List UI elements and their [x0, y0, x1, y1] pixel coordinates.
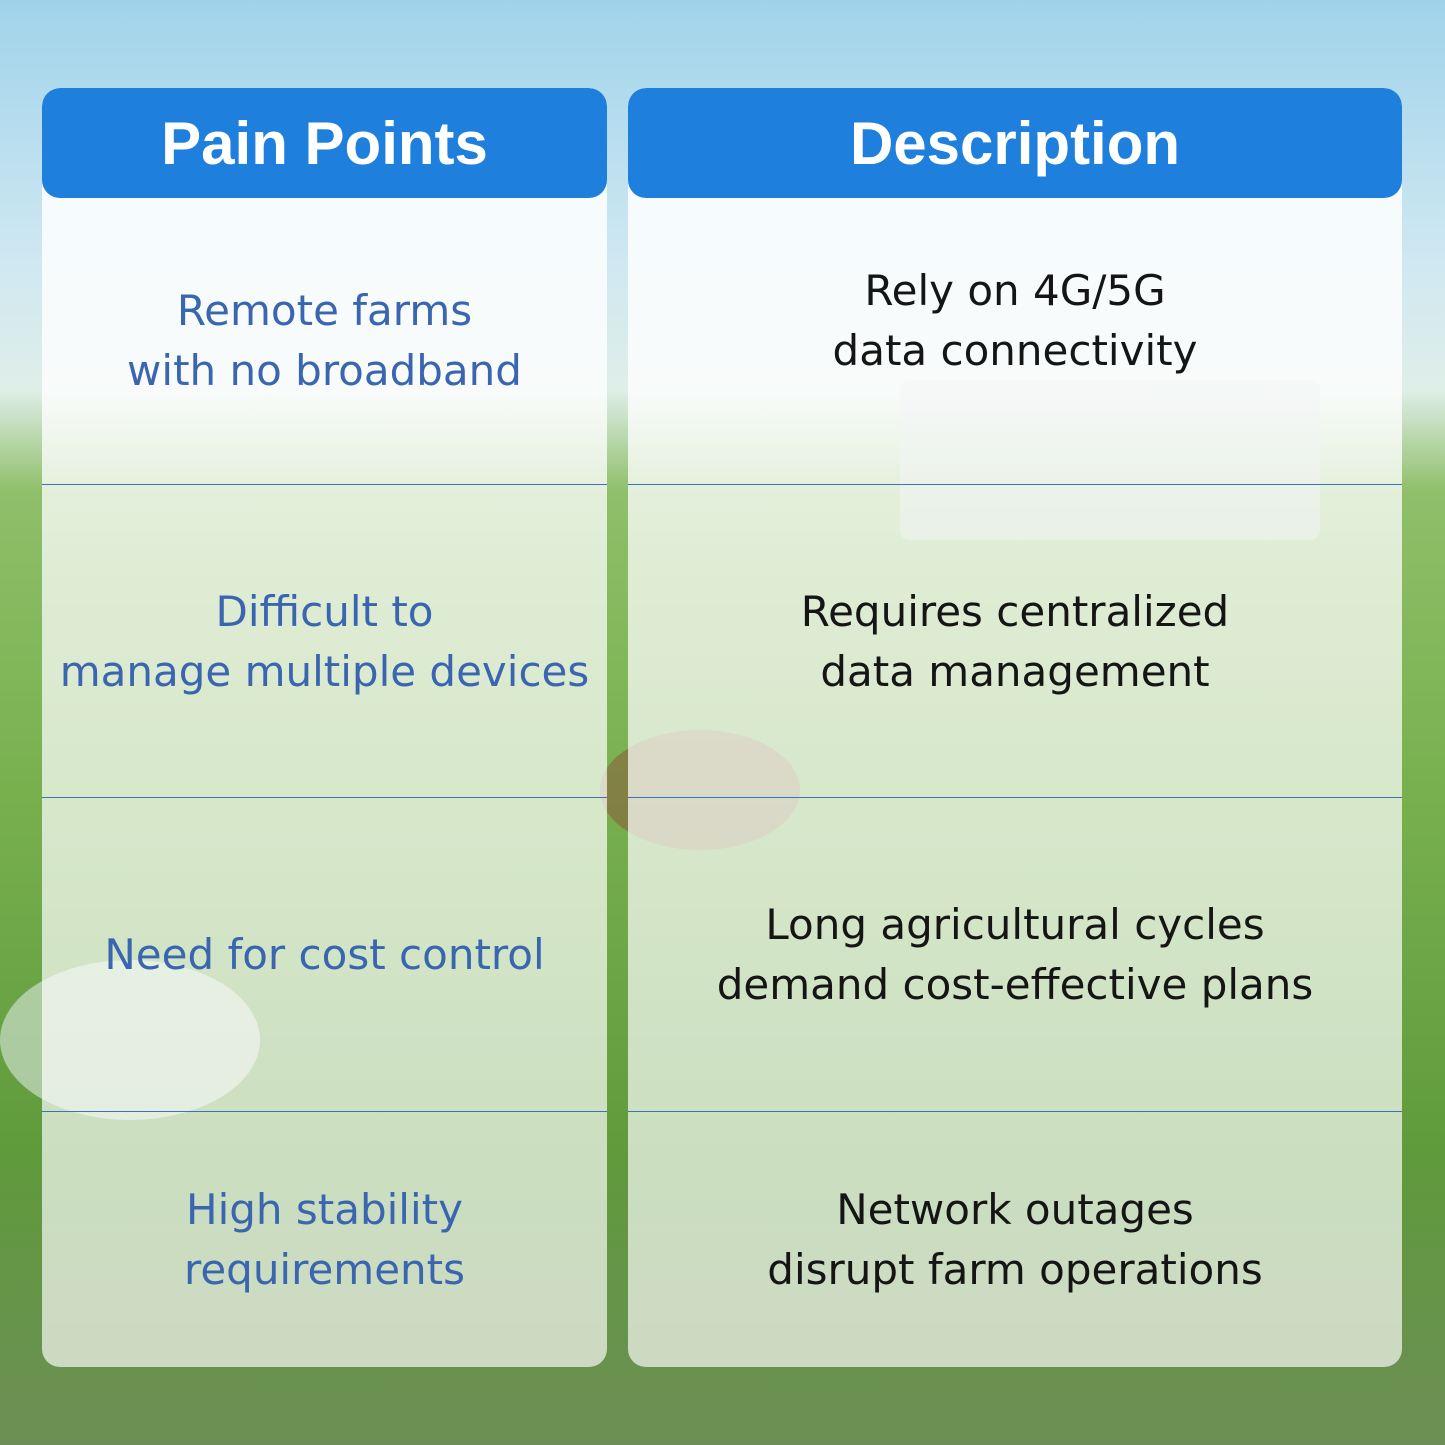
pain-point-cell: Remote farms with no broadband	[127, 286, 522, 395]
description-header: Description	[628, 88, 1402, 198]
pain-point-cell: Difficult to manage multiple devices	[42, 484, 607, 798]
description-cell: Long agricultural cycles demand cost-eff…	[628, 797, 1402, 1112]
pain-points-column: Pain Points Remote farms with no broadba…	[42, 88, 607, 1367]
description-column: Description Rely on 4G/5G data connectiv…	[628, 88, 1402, 1367]
pain-point-cell: Need for cost control	[42, 797, 607, 1112]
description-cell: Network outages disrupt farm operations	[628, 1111, 1402, 1367]
description-cell: Rely on 4G/5G data connectivity	[832, 266, 1198, 375]
pain-point-cell: High stability requirements	[42, 1111, 607, 1367]
pain-points-header: Pain Points	[42, 88, 607, 198]
description-cell: Requires centralized data management	[628, 484, 1402, 798]
